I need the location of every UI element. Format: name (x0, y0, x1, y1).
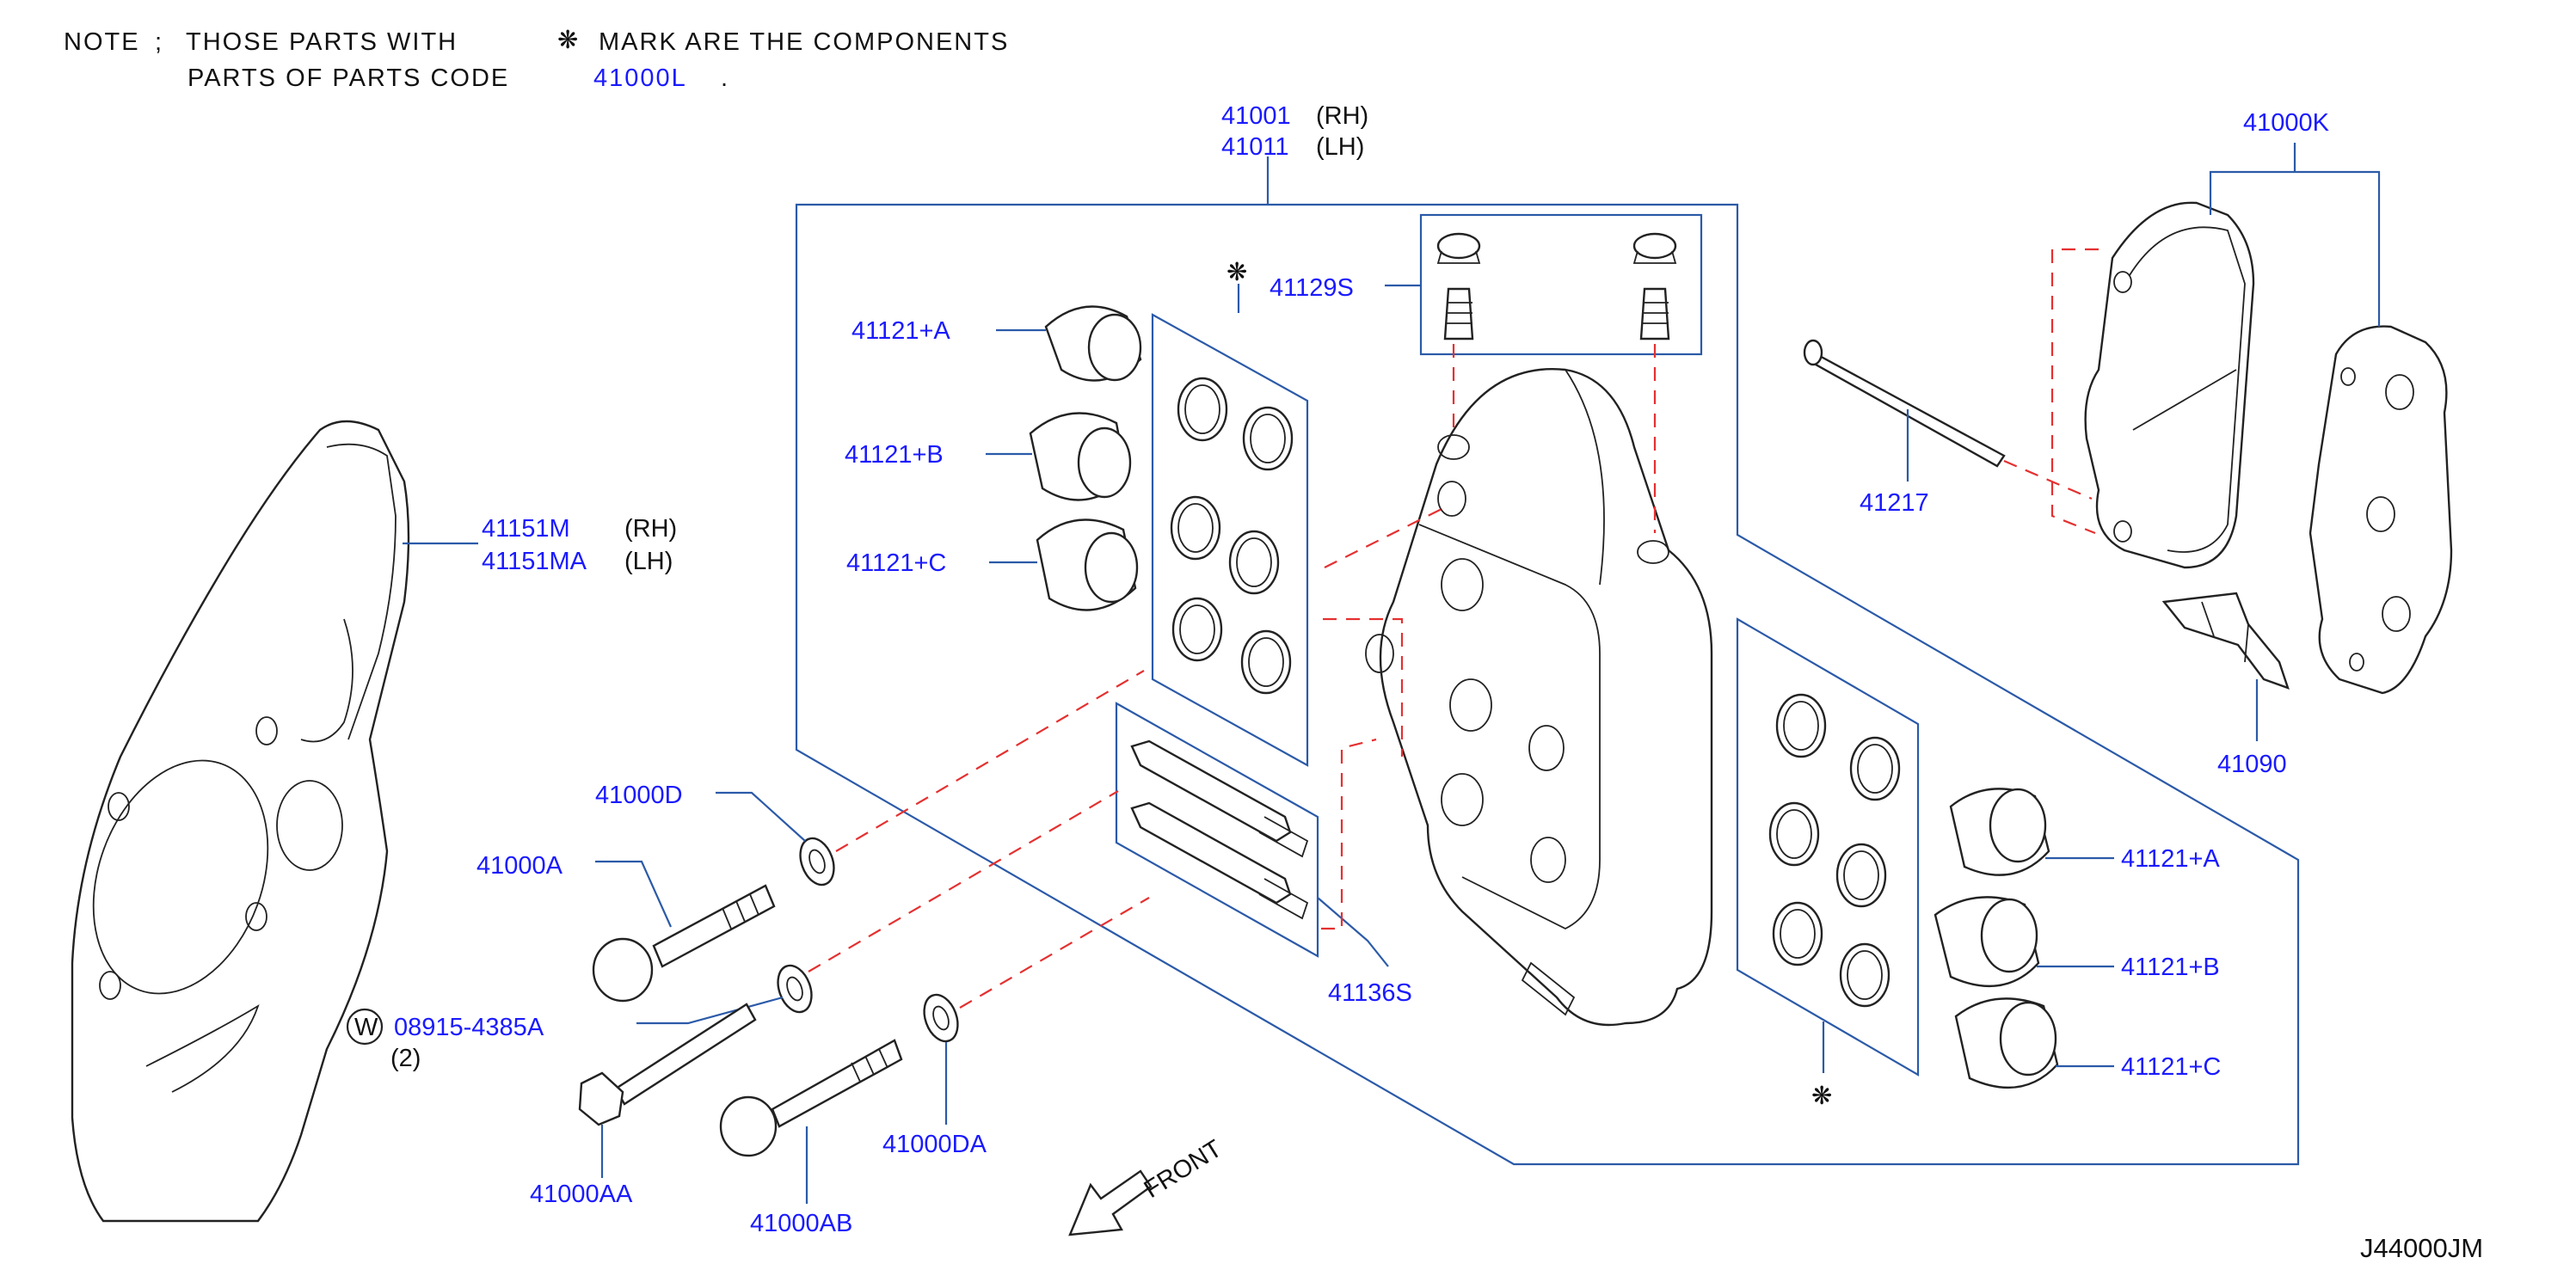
asterisk-mark-bottom-icon: ❋ (1811, 1083, 1832, 1110)
note-code[interactable]: 41000L (593, 64, 687, 92)
label-rh-41001: (RH) (1316, 102, 1368, 130)
label-lh-41151MA: (LH) (624, 548, 673, 575)
w-mark: W (354, 1014, 378, 1041)
seal-kit-left (1151, 313, 1309, 767)
label-lh-41011: (LH) (1316, 133, 1364, 161)
quantity-label: (2) (390, 1045, 421, 1072)
note-sep: ; (155, 28, 163, 56)
label-rh-41151M: (RH) (624, 515, 677, 543)
piston-right-a (1949, 788, 2050, 876)
part-41129S[interactable]: 41129S (1270, 274, 1354, 302)
piston-right-c (1954, 997, 2059, 1089)
bleeder-cap-left (1436, 232, 1481, 340)
piston-left-a (1044, 305, 1142, 382)
asterisk-mark-top-icon: ❋ (1227, 259, 1247, 286)
note-block: NOTE ; THOSE PARTS WITH ❋ MARK ARE THE C… (64, 27, 1009, 92)
piston-left-b (1029, 412, 1132, 501)
pad-pin (1803, 339, 2006, 468)
part-41000D[interactable]: 41000D (595, 782, 683, 809)
bolt-41000AA (578, 1003, 757, 1126)
part-41121C-left[interactable]: 41121+C (846, 549, 946, 577)
front-arrow-icon (1068, 1169, 1153, 1236)
note-line1b: MARK ARE THE COMPONENTS (599, 28, 1009, 56)
part-labels: 41001 (RH) 41011 (LH) 41000K 41129S ❋ 41… (390, 102, 2483, 1263)
part-41000AB[interactable]: 41000AB (750, 1210, 852, 1237)
part-41000AA[interactable]: 41000AA (530, 1181, 633, 1208)
asterisk-mark-icon: ❋ (557, 27, 580, 54)
bolt-41000A (592, 884, 776, 1003)
diagram-id: J44000JM (2360, 1233, 2483, 1263)
part-41121A-left[interactable]: 41121+A (851, 317, 950, 345)
front-label: FRONT (1140, 1135, 1227, 1204)
part-41090[interactable]: 41090 (2217, 751, 2287, 778)
piston-right-b (1934, 896, 2040, 988)
part-41151MA[interactable]: 41151MA (482, 548, 587, 575)
part-41001[interactable]: 41001 (1221, 102, 1291, 130)
washer-middle (777, 964, 813, 1014)
brake-pad-outer (2309, 325, 2453, 695)
bleeder-cap-right (1632, 232, 1677, 340)
seal-kit-right (1736, 617, 1920, 1077)
backing-plate (71, 420, 410, 1223)
brake-pad-inner (2084, 201, 2255, 569)
part-08915-4385A[interactable]: 08915-4385A (394, 1014, 544, 1041)
washer-41000DA (923, 993, 959, 1043)
part-41217[interactable]: 41217 (1860, 489, 1929, 517)
bolt-41000AB (719, 1039, 903, 1157)
leader-41136S (1317, 897, 1389, 967)
leader-washer-middle (636, 996, 784, 1025)
piston-left-c (1036, 518, 1139, 611)
part-41000DA[interactable]: 41000DA (882, 1131, 987, 1158)
part-41011[interactable]: 41011 (1221, 133, 1289, 161)
part-41000K[interactable]: 41000K (2243, 109, 2330, 137)
part-41121C-right[interactable]: 41121+C (2121, 1053, 2221, 1081)
part-41000A[interactable]: 41000A (476, 852, 563, 880)
part-41151M[interactable]: 41151M (482, 515, 570, 543)
anti-rattle-clip (2161, 592, 2290, 690)
note-line1a: THOSE PARTS WITH (186, 28, 458, 56)
part-41121A-right[interactable]: 41121+A (2121, 845, 2220, 873)
assembly-lines (808, 248, 2099, 1009)
caliper-body (1365, 368, 1713, 1027)
bleeder-kit-box (1419, 213, 1703, 356)
note-line2a: PARTS OF PARTS CODE (188, 64, 509, 92)
w-circle-icon (346, 1008, 384, 1046)
part-41136S[interactable]: 41136S (1328, 979, 1412, 1007)
note-period: . (721, 64, 729, 92)
part-41121B-left[interactable]: 41121+B (845, 441, 944, 469)
washer-41000D (799, 837, 835, 886)
leader-41000D (716, 791, 806, 842)
part-41121B-right[interactable]: 41121+B (2121, 954, 2220, 981)
leader-41000A (595, 860, 673, 928)
caliper-assembly-outline (795, 156, 2300, 1166)
note-prefix: NOTE (64, 28, 140, 56)
pin-kit-box (1115, 702, 1319, 958)
